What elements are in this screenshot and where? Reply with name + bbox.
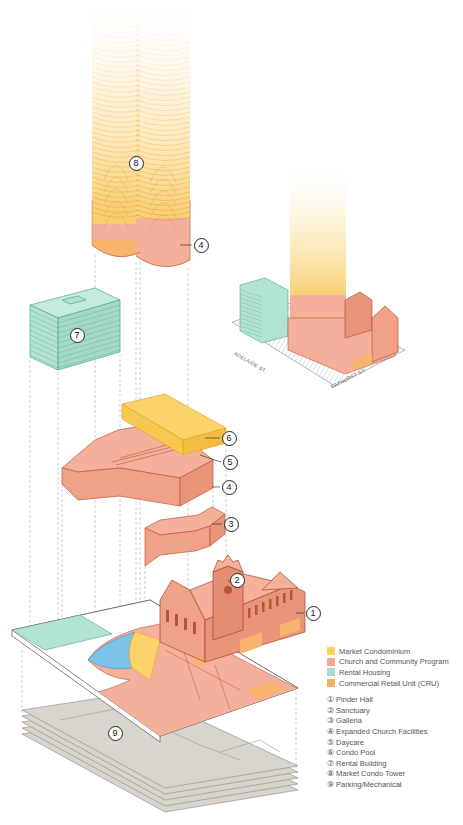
legend-text: ② Sanctuary xyxy=(327,706,370,715)
callout-number: 8 xyxy=(133,159,138,168)
street-name: ADELAIDE ST. xyxy=(232,350,267,374)
callout-number: 4 xyxy=(226,483,231,492)
legend-row: ④ Expanded Church Facilities xyxy=(327,726,449,737)
legend-row: ⑤ Daycare xyxy=(327,737,449,748)
legend-row: ⑨ Parking/Mechanical xyxy=(327,779,449,790)
legend-swatch xyxy=(327,668,335,676)
legend-text: ① Pinder Hall xyxy=(327,695,373,704)
condo-tower xyxy=(90,0,192,280)
callout-number: 3 xyxy=(228,520,233,529)
legend-row: Church and Community Program xyxy=(327,657,449,668)
legend-row: ⑥ Condo Pool xyxy=(327,747,449,758)
callout-number: 6 xyxy=(226,434,231,443)
callout-number: 1 xyxy=(310,609,315,618)
legend-text: Market Condominium xyxy=(339,647,410,656)
legend-text: ⑨ Parking/Mechanical xyxy=(327,780,402,789)
legend-row: ① Pinder Hall xyxy=(327,694,449,705)
legend-text: Rental Housing xyxy=(339,668,390,677)
legend-text: ④ Expanded Church Facilities xyxy=(327,727,427,736)
legend-swatch xyxy=(327,679,335,687)
callout-number: 7 xyxy=(74,331,79,340)
callout-circle: 2 xyxy=(230,573,245,588)
callout-circle: 8 xyxy=(129,156,144,171)
callout-circle: 4 xyxy=(194,238,209,253)
legend-text: Church and Community Program xyxy=(339,657,449,666)
galleria xyxy=(145,507,225,566)
callout-circle: 3 xyxy=(224,517,239,532)
callout-circle: 6 xyxy=(222,431,237,446)
legend-text: ③ Galleria xyxy=(327,716,362,725)
condo-pool xyxy=(122,394,226,455)
legend-row: ② Sanctuary xyxy=(327,705,449,716)
leader-lines xyxy=(180,245,304,613)
legend-text: Commercial Retail Unit (CRU) xyxy=(339,679,439,688)
callout-number: 2 xyxy=(234,576,239,585)
legend-row: Commercial Retail Unit (CRU) xyxy=(327,678,449,689)
legend-swatch xyxy=(327,658,335,666)
street-name: BATHURST ST. xyxy=(329,367,366,390)
callout-circle: 1 xyxy=(306,606,321,621)
callout-circle: 7 xyxy=(70,328,85,343)
callout-circle: 5 xyxy=(223,455,238,470)
callout-circle: 4 xyxy=(222,480,237,495)
legend-row: ⑧ Market Condo Tower xyxy=(327,769,449,780)
legend-row: ⑦ Rental Building xyxy=(327,758,449,769)
callout-number: 5 xyxy=(227,458,232,467)
callout-number: 4 xyxy=(198,241,203,250)
callout-circle: 9 xyxy=(108,726,123,741)
rental-building xyxy=(30,288,120,370)
legend-text: ⑧ Market Condo Tower xyxy=(327,769,405,778)
church-building xyxy=(160,555,305,662)
legend-row: Market Condominium xyxy=(327,646,449,657)
legend: Market CondominiumChurch and Community P… xyxy=(327,646,449,790)
legend-text: ⑦ Rental Building xyxy=(327,759,387,768)
inset-view xyxy=(232,160,405,386)
legend-text: ⑥ Condo Pool xyxy=(327,748,375,757)
legend-row: ③ Galleria xyxy=(327,716,449,727)
legend-swatch xyxy=(327,647,335,655)
legend-text: ⑤ Daycare xyxy=(327,738,364,747)
legend-row: Rental Housing xyxy=(327,667,449,678)
callout-number: 9 xyxy=(112,729,117,738)
